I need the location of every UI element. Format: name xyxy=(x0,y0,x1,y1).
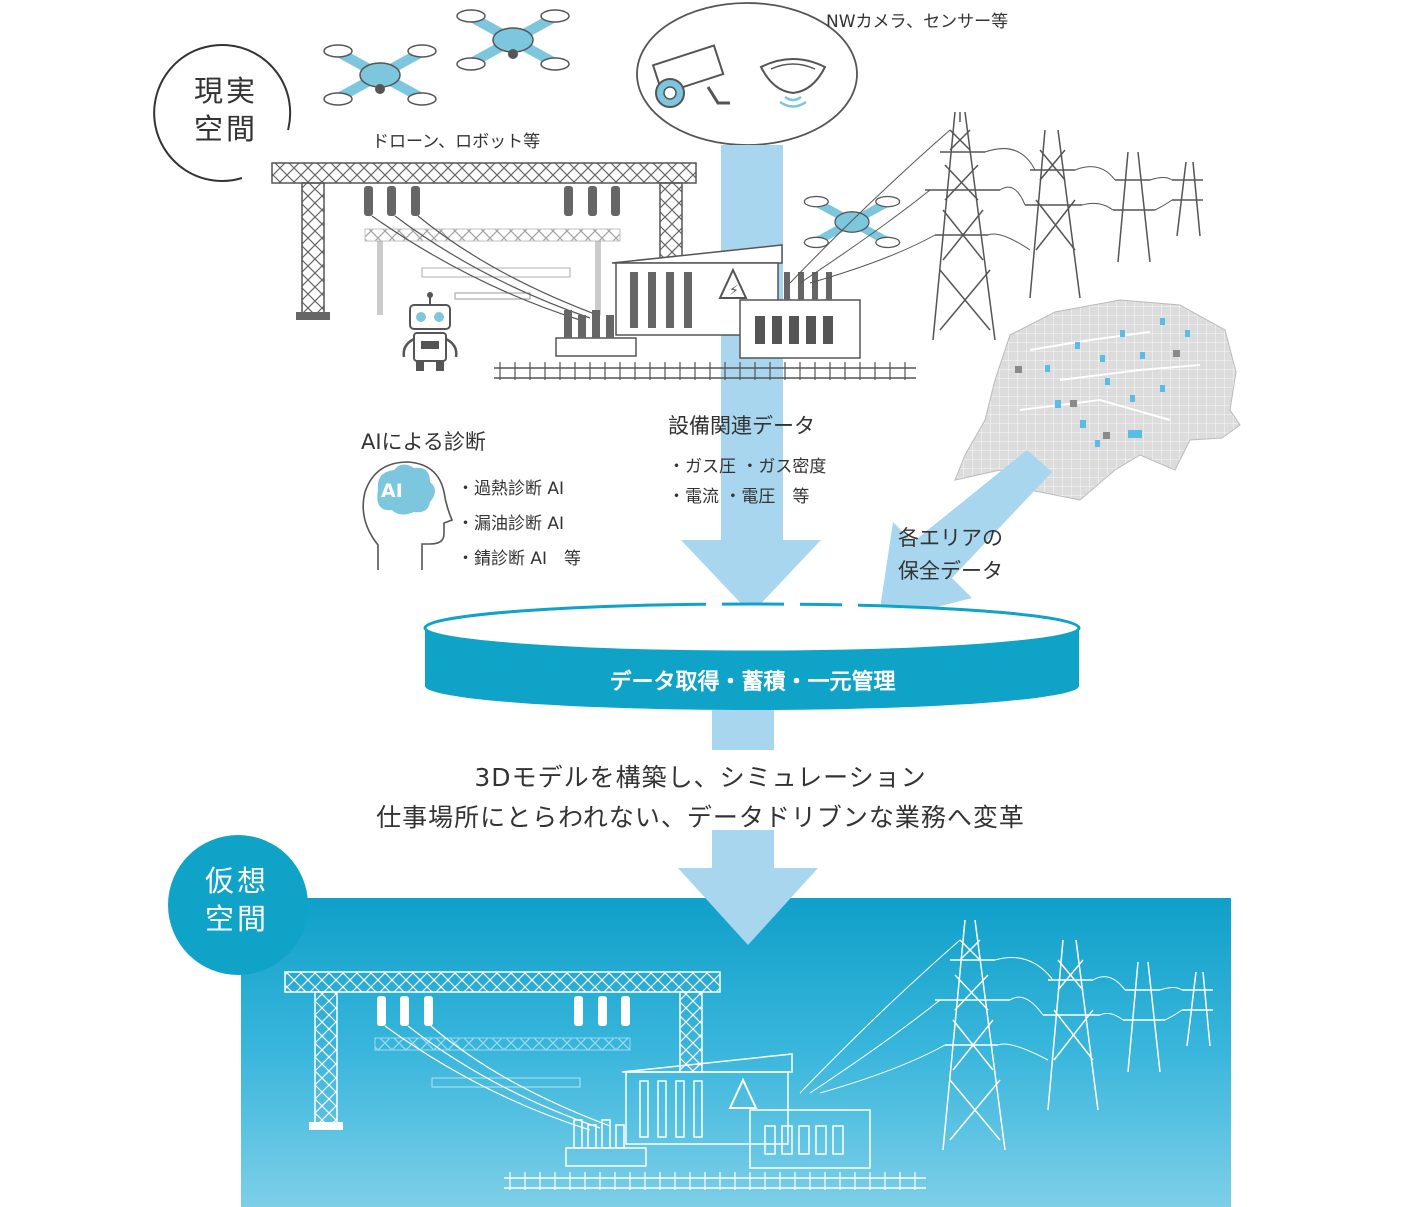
equipment-data-item: ・電流 ・電圧 等 xyxy=(668,487,810,507)
equipment-data-title: 設備関連データ xyxy=(668,414,815,438)
database-label: データ取得・蓄積・一元管理 xyxy=(609,670,896,695)
ai-head-icon xyxy=(362,461,454,570)
virtual-space-label-line: 仮想 xyxy=(204,864,269,898)
drone-icon xyxy=(456,9,570,71)
virtual-space-label-line: 空間 xyxy=(204,902,269,936)
drone-robot-caption: ドローン、ロボット等 xyxy=(372,132,541,152)
ai-diagnosis-item: ・過熱診断 AI xyxy=(457,479,565,499)
virtual-space-circle xyxy=(168,835,308,975)
substation-icon xyxy=(284,971,926,1190)
description-line: 3Dモデルを構築し、シミュレーション xyxy=(474,763,927,792)
virtual-space-panel xyxy=(241,898,1231,1207)
substation-icon: ⚡ xyxy=(271,162,916,380)
arrow-down-icon xyxy=(678,868,818,945)
ai-diagnosis-item: ・漏油診断 AI xyxy=(457,514,565,534)
real-space-circle xyxy=(153,44,292,182)
virtual-space-label: 仮想 空間 xyxy=(182,862,292,938)
database-cylinder-icon xyxy=(423,598,1081,710)
svg-text:⚡: ⚡ xyxy=(729,283,739,299)
real-space-label: 現実 空間 xyxy=(170,72,282,148)
power-tower-icon xyxy=(925,111,1203,341)
drone-icon xyxy=(803,195,901,249)
power-tower-icon xyxy=(935,919,1213,1151)
ai-diagnosis-item: ・錆診断 AI 等 xyxy=(457,549,582,569)
area-data-label: 各エリアの xyxy=(898,526,1003,550)
robot-icon xyxy=(402,292,458,371)
ai-badge: AI xyxy=(381,480,403,502)
arrow-down-icon xyxy=(712,710,774,868)
camera-sensor-caption: NWカメラ、センサー等 xyxy=(826,12,1009,32)
area-data-label: 保全データ xyxy=(898,559,1003,583)
equipment-data-item: ・ガス圧 ・ガス密度 xyxy=(668,457,827,477)
network-camera-icon xyxy=(651,44,730,108)
drone-icon xyxy=(323,44,437,106)
map-icon xyxy=(954,299,1241,501)
real-space-label-line: 現実 xyxy=(193,74,258,108)
ai-diagnosis-title: AIによる診断 xyxy=(361,430,486,454)
description-line: 仕事場所にとらわれない、データドリブンな業務へ変革 xyxy=(376,803,1025,832)
real-space-label-line: 空間 xyxy=(193,112,258,146)
sensor-icon xyxy=(759,58,827,108)
arrow-down-icon xyxy=(878,450,1052,622)
